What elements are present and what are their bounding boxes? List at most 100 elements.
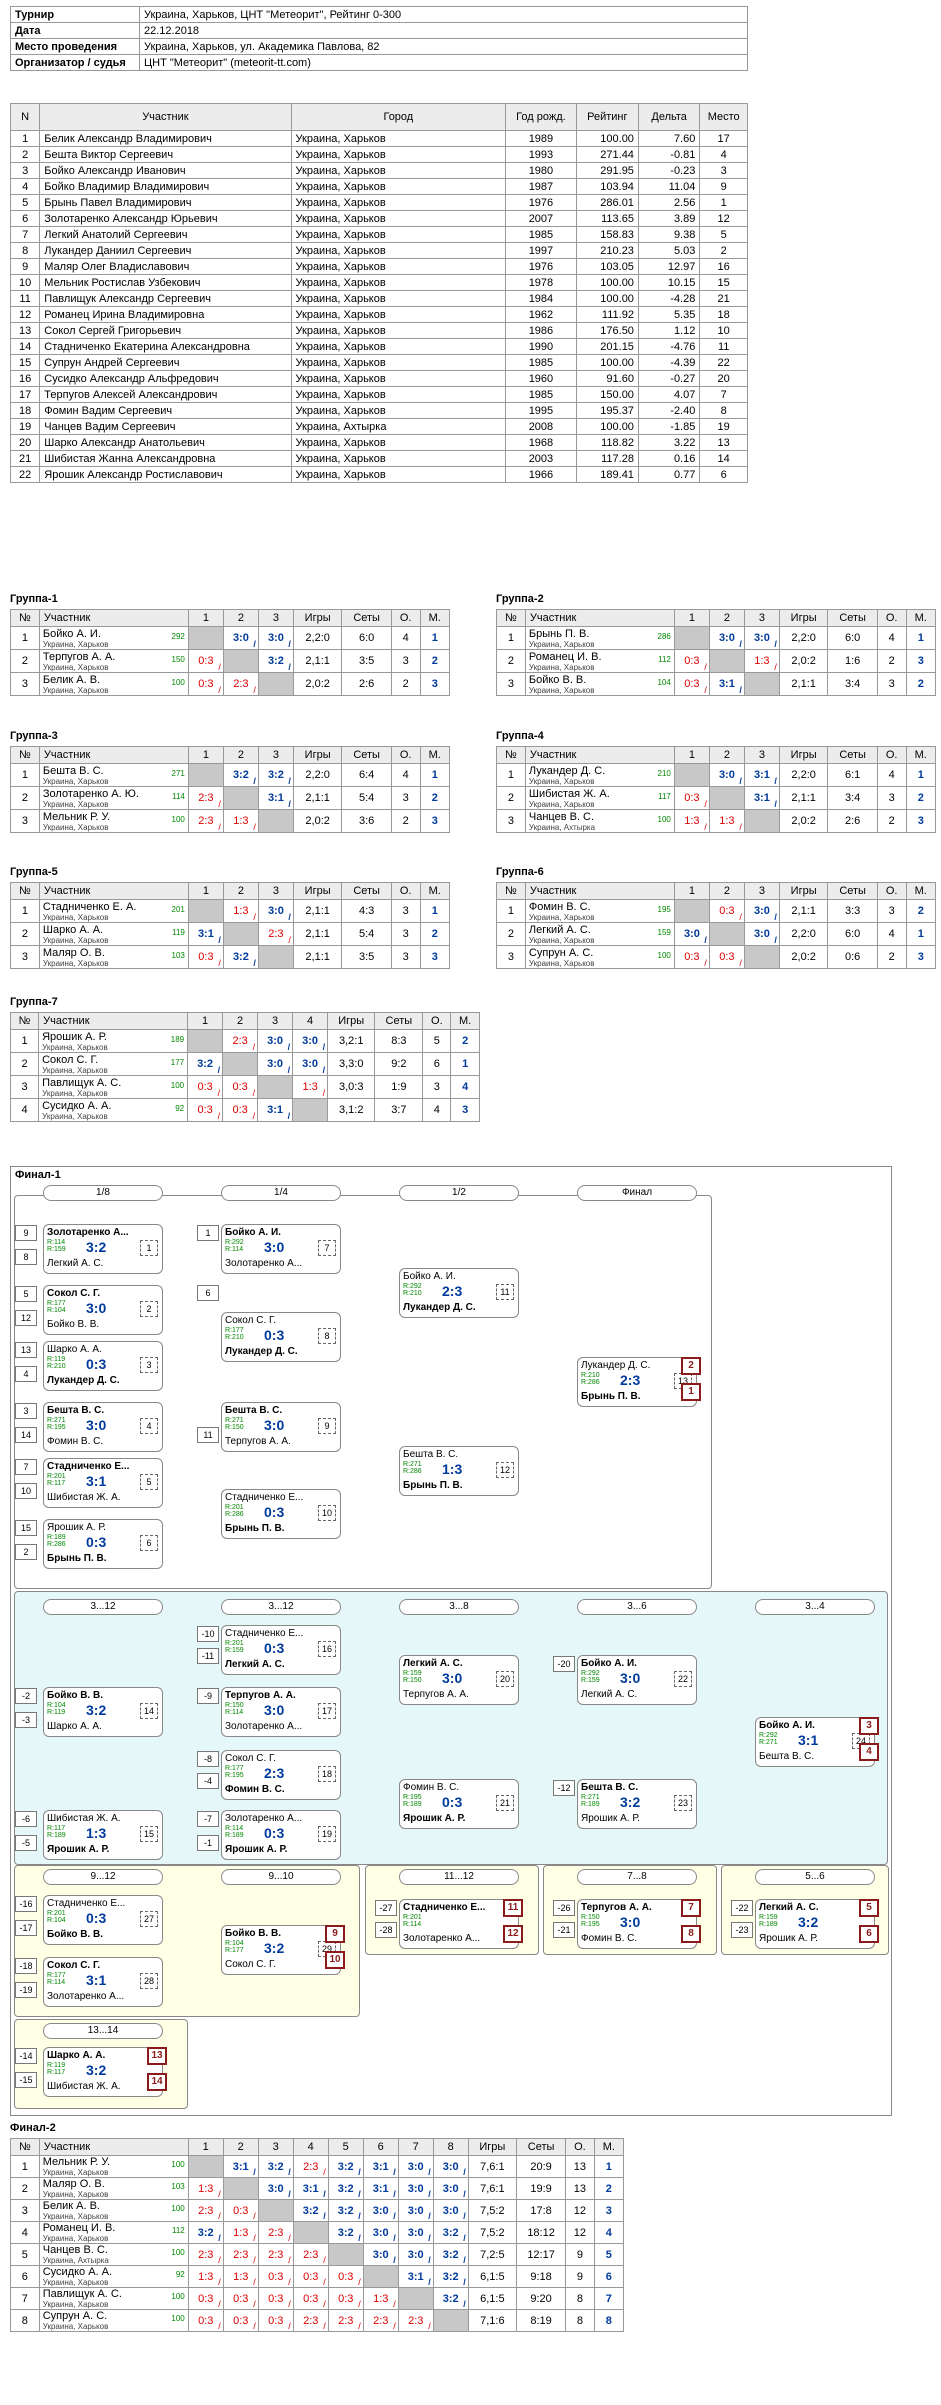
seed-box: 2 [15, 1544, 37, 1560]
score-value: 0:3 [684, 792, 700, 804]
score-cell: 0:3/ [187, 2287, 224, 2310]
result-slash-icon: / [358, 2299, 361, 2309]
participant-name: Легкий А. С. [528, 923, 591, 936]
score-cell: 3:1/ [397, 2265, 434, 2288]
points-cell: 3 [390, 786, 421, 810]
player-a: Терпугов А. А. [225, 1690, 296, 1701]
column-header: О. [390, 609, 421, 627]
match-number: 16 [318, 1641, 336, 1657]
column-header: 4 [292, 2138, 329, 2156]
participant-cell: 291.95 [575, 162, 639, 179]
score-value: 1:3 [302, 1081, 318, 1093]
match-score: 3:2 [264, 1940, 285, 1956]
result-slash-icon: / [253, 2233, 256, 2243]
column-header: 3 [743, 882, 780, 900]
participant-cell: 1984 [505, 290, 577, 307]
result-slash-icon: / [463, 2233, 466, 2243]
info-value: ЦНТ "Метеорит" (meteorit-tt.com) [139, 54, 748, 71]
match-number: 19 [318, 1826, 336, 1842]
result-slash-icon: / [288, 2233, 291, 2243]
participant-cell: Украина, Харьков [290, 242, 507, 259]
result-slash-icon: / [218, 685, 221, 695]
points-cell: 3 [390, 945, 421, 969]
points-cell: 5 [422, 1029, 452, 1053]
result-slash-icon: / [288, 935, 291, 945]
player-a: Лукандер Д. С. [581, 1360, 651, 1371]
score-cell: 3:2/ [222, 763, 259, 787]
rating-b: R:114 [403, 1921, 422, 1928]
games-cell: 7,1:6 [467, 2309, 517, 2332]
score-cell: 1:3/ [222, 809, 259, 833]
participant-name: Белик А. В. [42, 2200, 100, 2213]
participant-name: Романец И. В. [42, 2222, 116, 2235]
row-number: 3 [9, 1075, 40, 1099]
sets-cell: 3:5 [341, 945, 392, 969]
match-score: 0:3 [264, 1327, 285, 1343]
participant-cell: Фомин Вадим Сергеевич [39, 402, 292, 419]
result-slash-icon: / [428, 2233, 431, 2243]
rating-b: R:286 [403, 1468, 422, 1475]
rating-a: R:119 [47, 2062, 66, 2069]
rating-b: R:117 [47, 1480, 66, 1487]
score-value: 3:0 [407, 2204, 424, 2217]
score-cell: 0:3/ [673, 786, 710, 810]
final-place-badge: 8 [681, 1925, 701, 1943]
score-value: 3:2 [267, 2160, 284, 2173]
score-cell: 3:0/ [708, 763, 745, 787]
result-slash-icon: / [323, 2255, 326, 2265]
column-header: № [10, 609, 40, 627]
rating-b: R:159 [225, 1647, 244, 1654]
place-cell: 1 [593, 2155, 625, 2178]
participant-cell: Украина, Харьков [290, 210, 507, 227]
score-value: 0:3 [233, 2292, 249, 2305]
column-header: 3 [257, 609, 294, 627]
result-slash-icon: / [253, 2277, 256, 2287]
score-value: 3:0 [267, 2182, 284, 2195]
column-header: 3 [257, 882, 294, 900]
result-slash-icon: / [218, 822, 221, 832]
participant-rating: 112 [171, 2226, 185, 2235]
round-label: 1/8 [43, 1185, 163, 1201]
match-number: 12 [496, 1462, 514, 1478]
participant-cell: 2 [699, 242, 748, 259]
participant-name: Лукандер Д. С. [528, 764, 606, 777]
match-score: 3:2 [86, 1239, 107, 1255]
score-value: 0:3 [233, 2314, 249, 2327]
place-cell: 1 [419, 626, 450, 650]
score-value: 0:3 [268, 2270, 284, 2283]
participant-rating: 286 [657, 631, 671, 641]
result-slash-icon: / [393, 2233, 396, 2243]
score-value: 3:2 [302, 2204, 319, 2217]
row-number: 1 [10, 763, 40, 787]
participant-cell: 3 [699, 162, 748, 179]
seed-box: -18 [15, 1958, 37, 1974]
column-header: 1 [673, 882, 710, 900]
rating-a: R:177 [225, 1765, 244, 1772]
score-cell: 0:3/ [187, 649, 224, 673]
score-value: 3:0 [718, 632, 735, 644]
rating-b: R:189 [47, 1832, 66, 1839]
score-cell: 3:0/ [257, 1052, 294, 1076]
score-value: 0:3 [303, 2270, 319, 2283]
result-slash-icon: / [288, 2189, 291, 2199]
info-key: Организатор / судья [10, 54, 140, 71]
result-slash-icon: / [322, 1065, 326, 1075]
player-a: Фомин В. С. [403, 1782, 460, 1793]
participant-cell: Украина, Харьков [290, 370, 507, 387]
participant-rating: 150 [171, 654, 185, 664]
score-cell: 3:2/ [222, 945, 259, 969]
column-header: 4 [292, 1012, 329, 1030]
score-cell: 2:3/ [187, 809, 224, 833]
score-value: 3:1 [753, 769, 770, 781]
participant-cell: 18 [699, 306, 748, 323]
match-number: 7 [318, 1240, 336, 1256]
points-cell: 4 [876, 922, 907, 946]
